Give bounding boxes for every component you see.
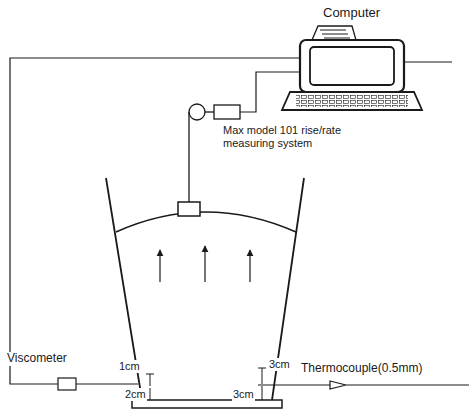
instrument-label: Viscometer bbox=[6, 352, 68, 366]
dimension-marks bbox=[146, 368, 266, 400]
instrument-label: Thermocouple(0.5mm) bbox=[300, 362, 423, 376]
device-label: Max model 101 rise/rate measuring system bbox=[222, 124, 364, 149]
foam-vessel bbox=[106, 178, 304, 408]
signal-wires bbox=[10, 58, 452, 384]
device-label: Computer bbox=[322, 6, 381, 21]
dimension-label: 1cm bbox=[118, 360, 141, 373]
thermocouple-probe bbox=[258, 381, 469, 389]
dimension-label: 3cm bbox=[232, 388, 255, 401]
rise-rate-system bbox=[189, 104, 240, 214]
dimension-label: 3cm bbox=[268, 358, 291, 371]
computer-icon bbox=[282, 26, 422, 110]
dimension-label: 2cm bbox=[124, 388, 147, 401]
